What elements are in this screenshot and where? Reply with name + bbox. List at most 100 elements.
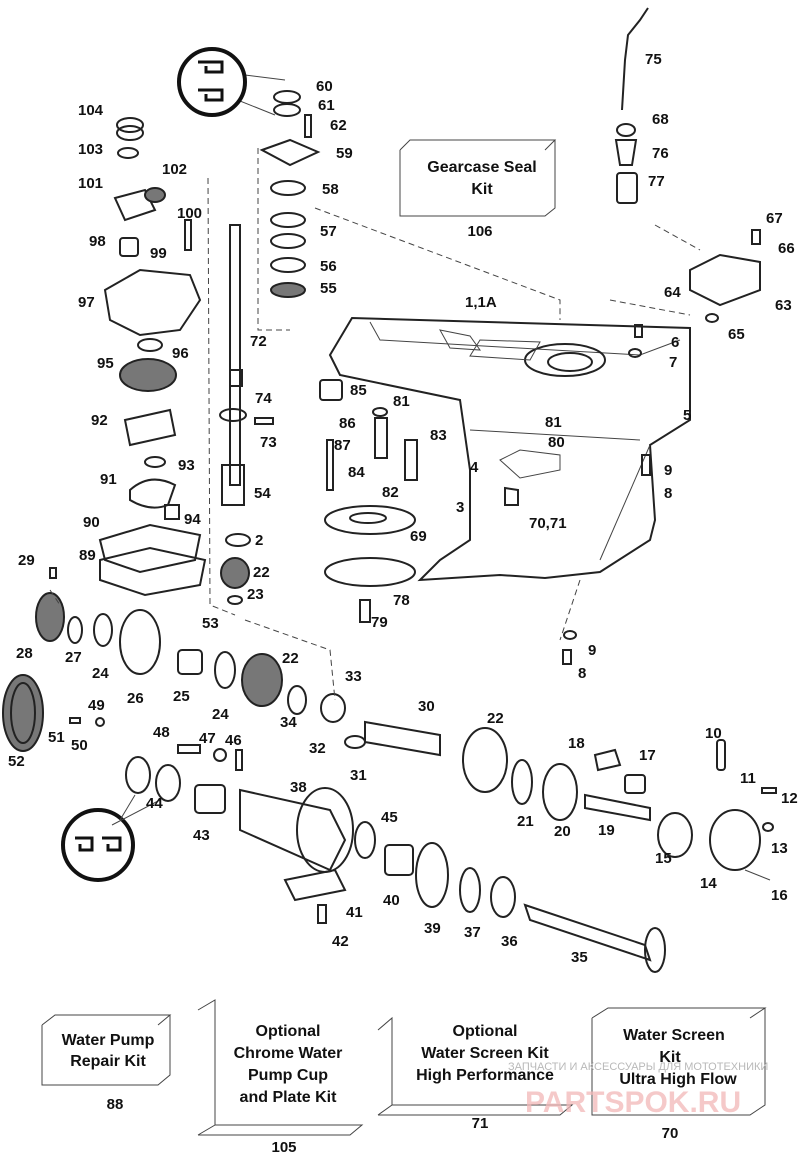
callout-27: 27 xyxy=(65,649,82,666)
callout-67: 67 xyxy=(766,210,783,227)
callout-9a: 9 xyxy=(664,462,672,479)
callout-8b: 8 xyxy=(578,665,586,682)
callout-57: 57 xyxy=(320,223,337,240)
callout-85: 85 xyxy=(350,382,367,399)
water-pump-kit-line2: Repair Kit xyxy=(70,1053,146,1070)
callout-95: 95 xyxy=(97,355,114,372)
gearcase-seal-kit-number: 106 xyxy=(467,223,492,240)
callout-31: 31 xyxy=(350,767,367,784)
callout-19: 19 xyxy=(598,822,615,839)
callout-102: 102 xyxy=(162,161,187,178)
chrome-water-pump-kit-box: Optional Chrome Water Pump Cup and Plate… xyxy=(197,999,364,1154)
callout-21: 21 xyxy=(517,813,534,830)
watermark-text: ЗАПЧАСТИ И АКСЕССУАРЫ ДЛЯ МОТОТЕХНИКИ xyxy=(508,1061,768,1073)
hp-kit-line1: Optional xyxy=(453,1023,518,1040)
callout-60: 60 xyxy=(316,78,333,95)
callout-103: 103 xyxy=(78,141,103,158)
callout-77: 77 xyxy=(648,173,665,190)
callout-36: 36 xyxy=(501,933,518,950)
callout-91: 91 xyxy=(100,471,117,488)
water-pump-kit-line1: Water Pump xyxy=(62,1032,155,1049)
water-pump-kit-number: 88 xyxy=(107,1096,124,1113)
callout-13: 13 xyxy=(771,840,788,857)
callout-10: 10 xyxy=(705,725,722,742)
gearcase-seal-kit-line2: Kit xyxy=(471,181,493,198)
callout-43: 43 xyxy=(193,827,210,844)
callout-46: 46 xyxy=(225,732,242,749)
callout-30: 30 xyxy=(418,698,435,715)
water-pump-parts xyxy=(98,117,207,597)
callout-11: 11 xyxy=(740,770,756,787)
callout-33: 33 xyxy=(345,668,362,685)
gearcase-seal-kit-box: Gearcase Seal Kit 106 xyxy=(399,139,557,240)
callout-58: 58 xyxy=(322,181,339,198)
callout-101: 101 xyxy=(78,175,103,192)
callout-89: 89 xyxy=(79,547,96,564)
callout-84: 84 xyxy=(348,464,365,481)
callout-17: 17 xyxy=(639,747,656,764)
seal-highlight-bottom xyxy=(61,794,161,882)
watermark: ЗАПЧАСТИ И АКСЕССУАРЫ ДЛЯ МОТОТЕХНИКИ PA… xyxy=(508,1061,768,1119)
callout-97: 97 xyxy=(78,294,95,311)
callout-54: 54 xyxy=(254,485,271,502)
hp-kit-line2: Water Screen Kit xyxy=(421,1045,549,1062)
callout-42: 42 xyxy=(332,933,349,950)
callout-29: 29 xyxy=(18,552,35,569)
callout-65: 65 xyxy=(728,326,745,343)
callout-41: 41 xyxy=(346,904,363,921)
callout-87: 87 xyxy=(334,437,351,454)
callout-52: 52 xyxy=(8,753,25,770)
callout-47: 47 xyxy=(199,730,216,747)
callout-45: 45 xyxy=(381,809,398,826)
uhf-kit-number: 70 xyxy=(662,1125,679,1142)
callout-74: 74 xyxy=(255,390,272,407)
callout-22a: 22 xyxy=(253,564,270,581)
callout-98: 98 xyxy=(89,233,106,250)
callout-70-71: 70,71 xyxy=(529,515,567,532)
driveshaft-parts xyxy=(219,90,321,605)
callout-63: 63 xyxy=(775,297,792,314)
callout-22b: 22 xyxy=(282,650,299,667)
callout-61: 61 xyxy=(318,97,335,114)
gearcase-housing xyxy=(328,316,691,582)
callout-48: 48 xyxy=(153,724,170,741)
callout-73: 73 xyxy=(260,434,277,451)
chrome-kit-line3: Pump Cup xyxy=(248,1067,328,1084)
callout-90: 90 xyxy=(83,514,100,531)
callout-72: 72 xyxy=(250,333,267,350)
callout-99: 99 xyxy=(150,245,167,262)
callout-53: 53 xyxy=(202,615,219,632)
callout-15: 15 xyxy=(655,850,672,867)
chrome-kit-line4: and Plate Kit xyxy=(240,1089,338,1106)
callout-80: 80 xyxy=(548,434,565,451)
callout-20: 20 xyxy=(554,823,571,840)
callout-26: 26 xyxy=(127,690,144,707)
callout-76: 76 xyxy=(652,145,669,162)
callout-labels: 60 61 62 59 58 57 56 55 75 68 76 77 67 6… xyxy=(8,51,798,966)
callout-79: 79 xyxy=(371,614,388,631)
callout-93: 93 xyxy=(178,457,195,474)
callout-86: 86 xyxy=(339,415,356,432)
callout-24b: 24 xyxy=(212,706,229,723)
callout-78: 78 xyxy=(393,592,410,609)
shift-rod-parts xyxy=(614,7,761,323)
callout-82: 82 xyxy=(382,484,399,501)
seal-highlight-top xyxy=(177,47,247,117)
callout-18: 18 xyxy=(568,735,585,752)
callout-6: 6 xyxy=(671,334,679,351)
watermark-logo: PARTSPOK.RU xyxy=(525,1086,741,1119)
callout-51: 51 xyxy=(48,729,65,746)
callout-39: 39 xyxy=(424,920,441,937)
callout-62: 62 xyxy=(330,117,347,134)
callout-24a: 24 xyxy=(92,665,109,682)
uhf-kit-line2: Kit xyxy=(659,1049,681,1066)
callout-28: 28 xyxy=(16,645,33,662)
gearcase-seal-kit-line1: Gearcase Seal xyxy=(427,159,536,176)
callout-14: 14 xyxy=(700,875,717,892)
callout-49: 49 xyxy=(88,697,105,714)
callout-35: 35 xyxy=(571,949,588,966)
gear-train-parts xyxy=(2,567,777,973)
callout-50: 50 xyxy=(71,737,88,754)
hp-kit-number: 71 xyxy=(472,1115,489,1132)
